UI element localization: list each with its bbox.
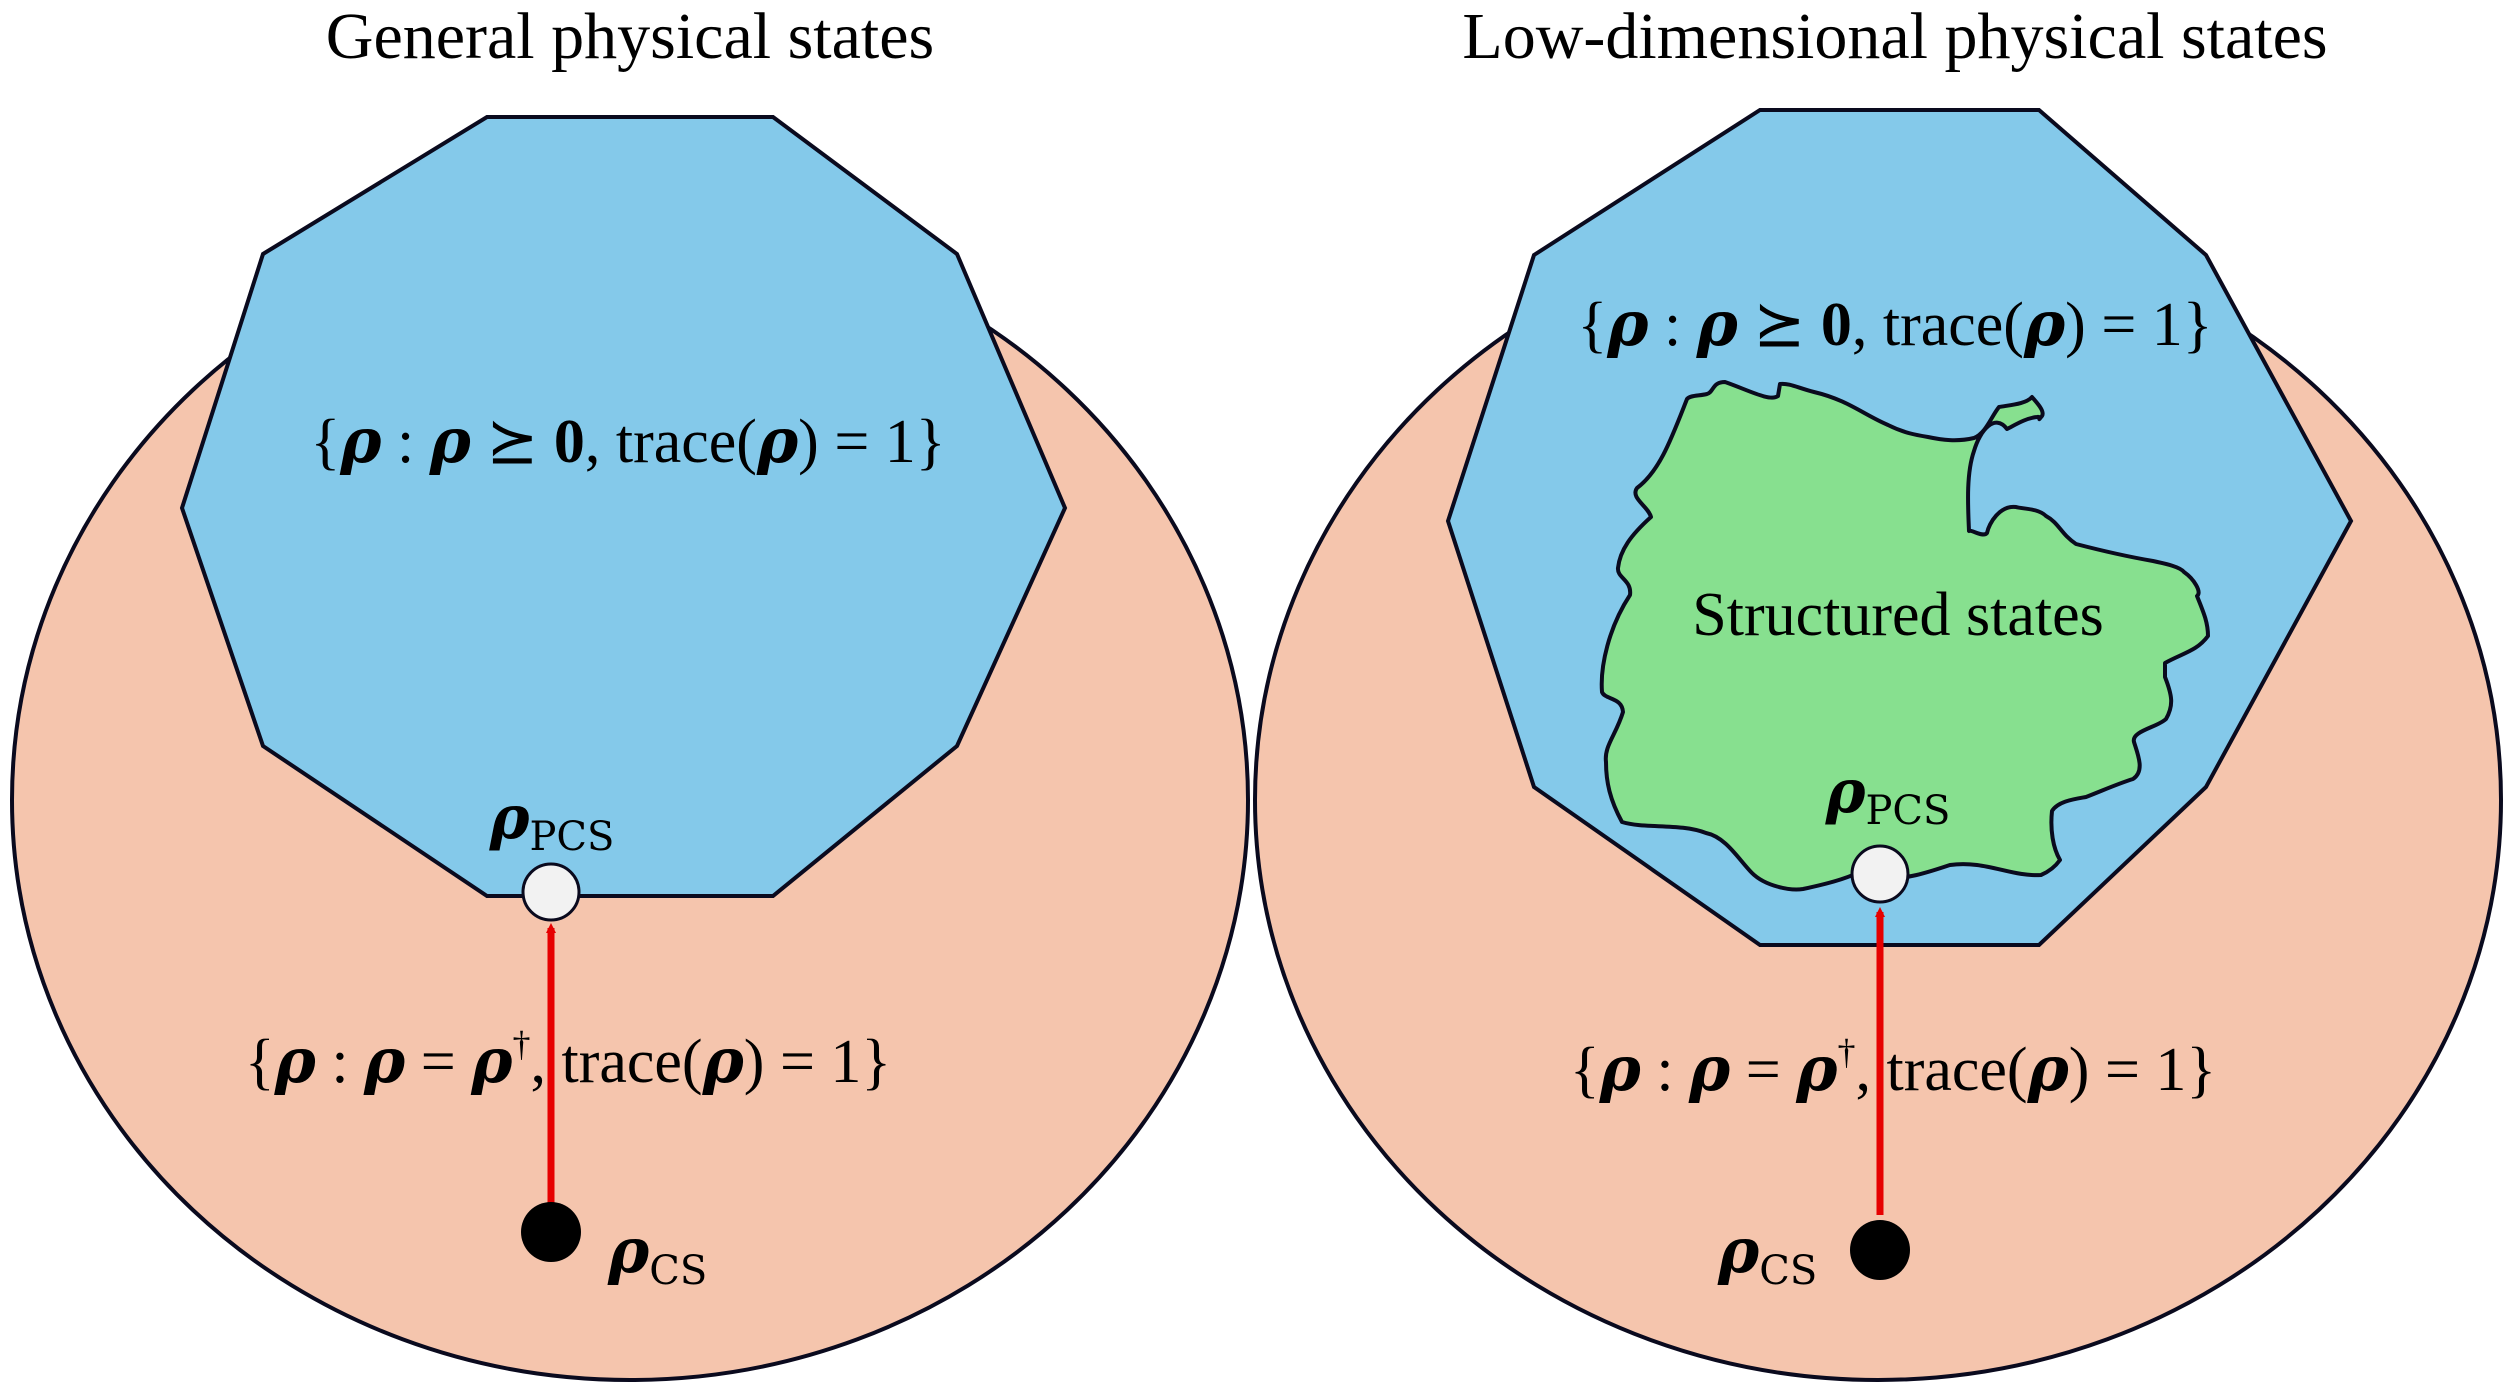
- left-hermitian-set-label: {ρ : ρ = ρ†, trace(ρ) = 1}: [245, 1024, 891, 1097]
- right-hermitian-set-label: {ρ : ρ = ρ†, trace(ρ) = 1}: [1570, 1032, 2216, 1105]
- left-psd-polygon: [179, 115, 1068, 898]
- left-pcs-point: [521, 862, 581, 922]
- right-cs-point: [1850, 1220, 1910, 1280]
- right-panel: Low-dimensional physical states {ρ : ρ ⪰…: [1253, 0, 2503, 1382]
- left-cs-label: ρCS: [607, 1214, 707, 1294]
- right-cs-label: ρCS: [1717, 1214, 1817, 1294]
- left-panel: General physical states {ρ : ρ ⪰ 0, trac…: [10, 0, 1250, 1382]
- left-cs-point: [521, 1202, 581, 1262]
- left-psd-set-label: {ρ : ρ ⪰ 0, trace(ρ) = 1}: [310, 404, 945, 477]
- right-pcs-label: ρPCS: [1825, 757, 1951, 834]
- left-pcs-label: ρPCS: [489, 783, 615, 860]
- left-panel-title: General physical states: [326, 0, 934, 73]
- right-structured-region: [1599, 380, 2210, 892]
- structured-states-label: Structured states: [1692, 581, 2104, 649]
- right-panel-title: Low-dimensional physical states: [1462, 0, 2327, 73]
- right-psd-set-label: {ρ : ρ ⪰ 0, trace(ρ) = 1}: [1577, 287, 2212, 360]
- right-pcs-point: [1850, 844, 1910, 904]
